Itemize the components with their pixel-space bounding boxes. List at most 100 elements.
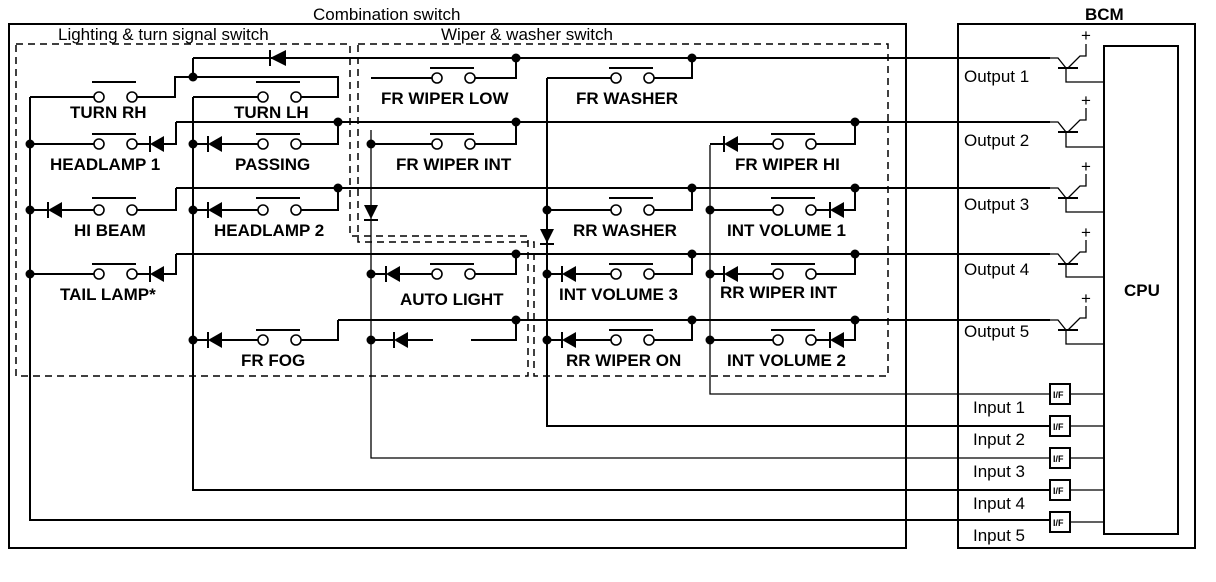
bcm-title: BCM <box>1085 5 1124 24</box>
input-5: I/F Input 5 <box>973 511 1104 545</box>
diode-icon <box>540 229 554 245</box>
combination-switch-box <box>8 23 907 549</box>
interface-label: I/F <box>1053 486 1064 496</box>
switch-headlamp-2: HEADLAMP 2 <box>214 197 324 240</box>
input-return-lines <box>29 97 1050 521</box>
svg-text:RR WIPER ON: RR WIPER ON <box>566 351 681 370</box>
switch-fr-wiper-int: FR WIPER INT <box>396 133 512 174</box>
plus-sign: + <box>1081 26 1091 45</box>
interface-label: I/F <box>1053 454 1064 464</box>
svg-text:HEADLAMP 2: HEADLAMP 2 <box>214 221 324 240</box>
diode-icon <box>149 136 164 152</box>
output-label: Output 2 <box>964 131 1029 150</box>
svg-text:FR WIPER LOW: FR WIPER LOW <box>381 89 509 108</box>
svg-text:RR WIPER INT: RR WIPER INT <box>720 283 838 302</box>
output-label: Output 1 <box>964 67 1029 86</box>
output-1: + Output 1 <box>964 26 1104 86</box>
svg-text:TURN LH: TURN LH <box>234 103 309 122</box>
input-3: I/F Input 3 <box>973 447 1104 481</box>
diode-icon <box>829 332 844 348</box>
diode-icon <box>723 266 738 282</box>
interface-label: I/F <box>1053 518 1064 528</box>
diode-icon <box>364 205 378 221</box>
lighting-wiring <box>30 58 339 341</box>
input-label: Input 3 <box>973 462 1025 481</box>
plus-sign: + <box>1081 91 1091 110</box>
diode-icon <box>207 136 222 152</box>
switch-int-volume-1: INT VOLUME 1 <box>727 197 846 240</box>
junction-nodes <box>25 53 860 345</box>
diode-icon <box>385 266 400 282</box>
lighting-group-title: Lighting & turn signal switch <box>58 25 269 44</box>
switch-passing: PASSING <box>235 133 310 174</box>
diode-icon <box>561 332 576 348</box>
interface-label: I/F <box>1053 390 1064 400</box>
wiper-group-title: Wiper & washer switch <box>441 25 613 44</box>
plus-sign: + <box>1081 157 1091 176</box>
output-3: + Output 3 <box>964 157 1104 214</box>
svg-text:PASSING: PASSING <box>235 155 310 174</box>
wiper-wiring-right <box>710 122 856 341</box>
switch-tail-lamp: TAIL LAMP* <box>60 263 156 304</box>
input-label: Input 5 <box>973 526 1025 545</box>
bcm-box <box>957 23 1196 549</box>
input-2: I/F Input 2 <box>973 415 1104 449</box>
plus-sign: + <box>1081 289 1091 308</box>
input-label: Input 1 <box>973 398 1025 417</box>
diode-icon <box>561 266 576 282</box>
svg-text:AUTO LIGHT: AUTO LIGHT <box>400 290 504 309</box>
diode-icon <box>207 202 222 218</box>
switch-rr-washer: RR WASHER <box>573 197 677 240</box>
diode-icon <box>723 136 738 152</box>
svg-text:HI BEAM: HI BEAM <box>74 221 146 240</box>
svg-text:FR WIPER HI: FR WIPER HI <box>735 155 840 174</box>
diode-icon <box>393 332 408 348</box>
output-2: + Output 2 <box>964 91 1104 150</box>
output-label: Output 3 <box>964 195 1029 214</box>
switch-fr-fog: FR FOG <box>241 329 305 370</box>
switch-rr-wiper-on: RR WIPER ON <box>566 329 681 370</box>
svg-text:FR WIPER INT: FR WIPER INT <box>396 155 512 174</box>
svg-text:RR WASHER: RR WASHER <box>573 221 677 240</box>
plus-sign: + <box>1081 223 1091 242</box>
diode-icon <box>829 202 844 218</box>
switch-int-volume-2: INT VOLUME 2 <box>727 329 846 370</box>
switch-hi-beam: HI BEAM <box>74 197 146 240</box>
switch-turn-lh: TURN LH <box>234 81 309 122</box>
output-label: Output 4 <box>964 260 1029 279</box>
diode-icon <box>269 50 286 66</box>
svg-text:TAIL LAMP*: TAIL LAMP* <box>60 285 156 304</box>
diodes <box>47 50 844 348</box>
cpu-label: CPU <box>1124 281 1160 300</box>
svg-text:INT VOLUME 2: INT VOLUME 2 <box>727 351 846 370</box>
switch-fr-wiper-hi: FR WIPER HI <box>735 133 840 174</box>
svg-text:TURN RH: TURN RH <box>70 103 147 122</box>
switch-rr-wiper-int: RR WIPER INT <box>720 263 838 302</box>
wiper-group-boundary <box>357 43 889 377</box>
switch-fr-washer: FR WASHER <box>576 67 678 108</box>
input-1: I/F Input 1 <box>973 383 1104 417</box>
input-label: Input 2 <box>973 430 1025 449</box>
cpu-box <box>1103 45 1179 535</box>
switch-headlamp-1: HEADLAMP 1 <box>50 133 160 174</box>
svg-text:FR WASHER: FR WASHER <box>576 89 678 108</box>
output-label: Output 5 <box>964 322 1029 341</box>
svg-text:HEADLAMP 1: HEADLAMP 1 <box>50 155 160 174</box>
lighting-group-boundary <box>15 43 529 377</box>
combination-switch-title: Combination switch <box>313 5 460 24</box>
svg-text:INT VOLUME 1: INT VOLUME 1 <box>727 221 846 240</box>
svg-text:FR FOG: FR FOG <box>241 351 305 370</box>
diode-icon <box>47 202 62 218</box>
diode-icon <box>149 266 164 282</box>
switch-auto-light: AUTO LIGHT <box>400 263 504 309</box>
output-4: + Output 4 <box>964 223 1104 279</box>
diode-icon <box>207 332 222 348</box>
output-5: + Output 5 <box>964 289 1104 345</box>
interface-label: I/F <box>1053 422 1064 432</box>
input-4: I/F Input 4 <box>973 479 1104 513</box>
switch-turn-rh: TURN RH <box>70 81 147 122</box>
switch-int-volume-3: INT VOLUME 3 <box>559 263 678 304</box>
svg-text:INT VOLUME 3: INT VOLUME 3 <box>559 285 678 304</box>
input-label: Input 4 <box>973 494 1025 513</box>
